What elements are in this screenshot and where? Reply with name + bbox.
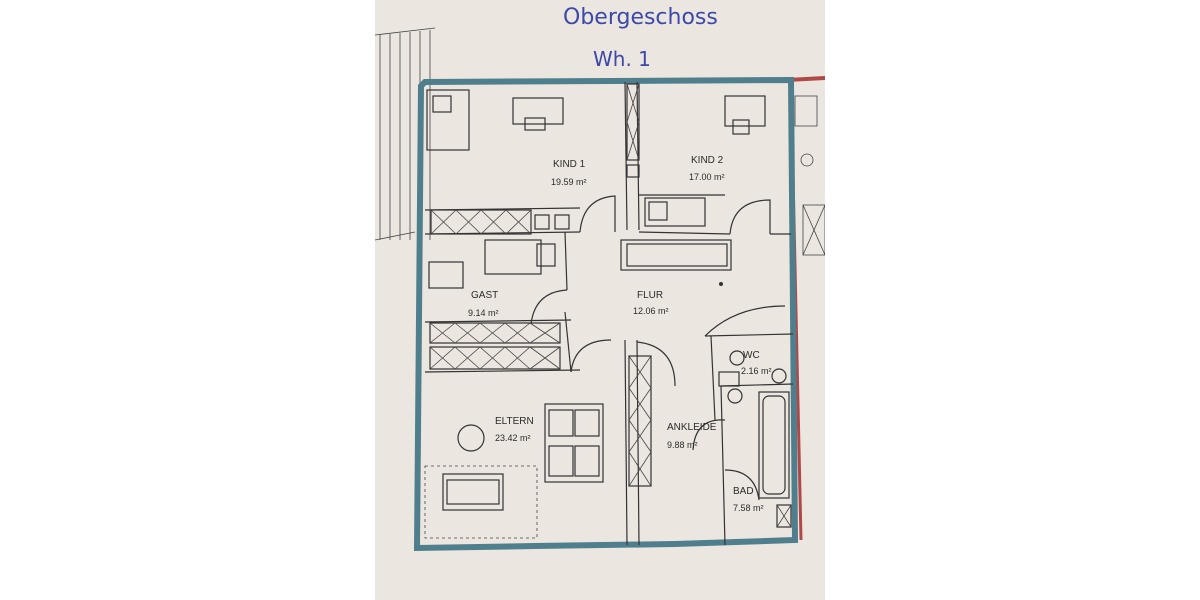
room-name-ankleide: ANKLEIDE <box>667 422 717 433</box>
interior-walls <box>424 81 794 546</box>
room-name-wc: WC <box>743 350 760 361</box>
outer-wall <box>413 76 799 552</box>
wardrobe-ankleide <box>628 355 652 487</box>
floor-plan: Obergeschoss Wh. 1 <box>375 5 825 552</box>
room-name-gast: GAST <box>471 290 498 301</box>
plan-title: Obergeschoss <box>563 5 718 30</box>
room-name-eltern: ELTERN <box>495 416 534 427</box>
room-area-flur: 12.06 m² <box>633 306 669 316</box>
room-area-bad: 7.58 m² <box>733 503 764 513</box>
door-swings <box>530 195 786 501</box>
room-name-kind1: KIND 1 <box>553 159 586 170</box>
room-area-wc: 2.16 m² <box>741 366 772 376</box>
wardrobe-kind1 <box>430 209 570 235</box>
stair-hatching <box>375 27 436 241</box>
room-area-kind1: 19.59 m² <box>551 177 587 187</box>
bathroom-storage <box>776 504 792 528</box>
floor-plan-paper: Obergeschoss Wh. 1 <box>375 0 825 600</box>
room-area-ankleide: 9.88 m² <box>667 440 698 450</box>
room-name-bad: BAD <box>733 486 754 497</box>
furniture <box>424 89 790 539</box>
wardrobe-gast-eltern <box>429 322 561 370</box>
room-area-gast: 9.14 m² <box>468 308 499 318</box>
room-name-kind2: KIND 2 <box>691 155 724 166</box>
wardrobe-column-kind2 <box>626 83 640 178</box>
room-area-eltern: 23.42 m² <box>495 433 531 443</box>
room-name-flur: FLUR <box>637 290 663 301</box>
room-area-kind2: 17.00 m² <box>689 172 725 182</box>
plan-subtitle: Wh. 1 <box>593 47 651 71</box>
